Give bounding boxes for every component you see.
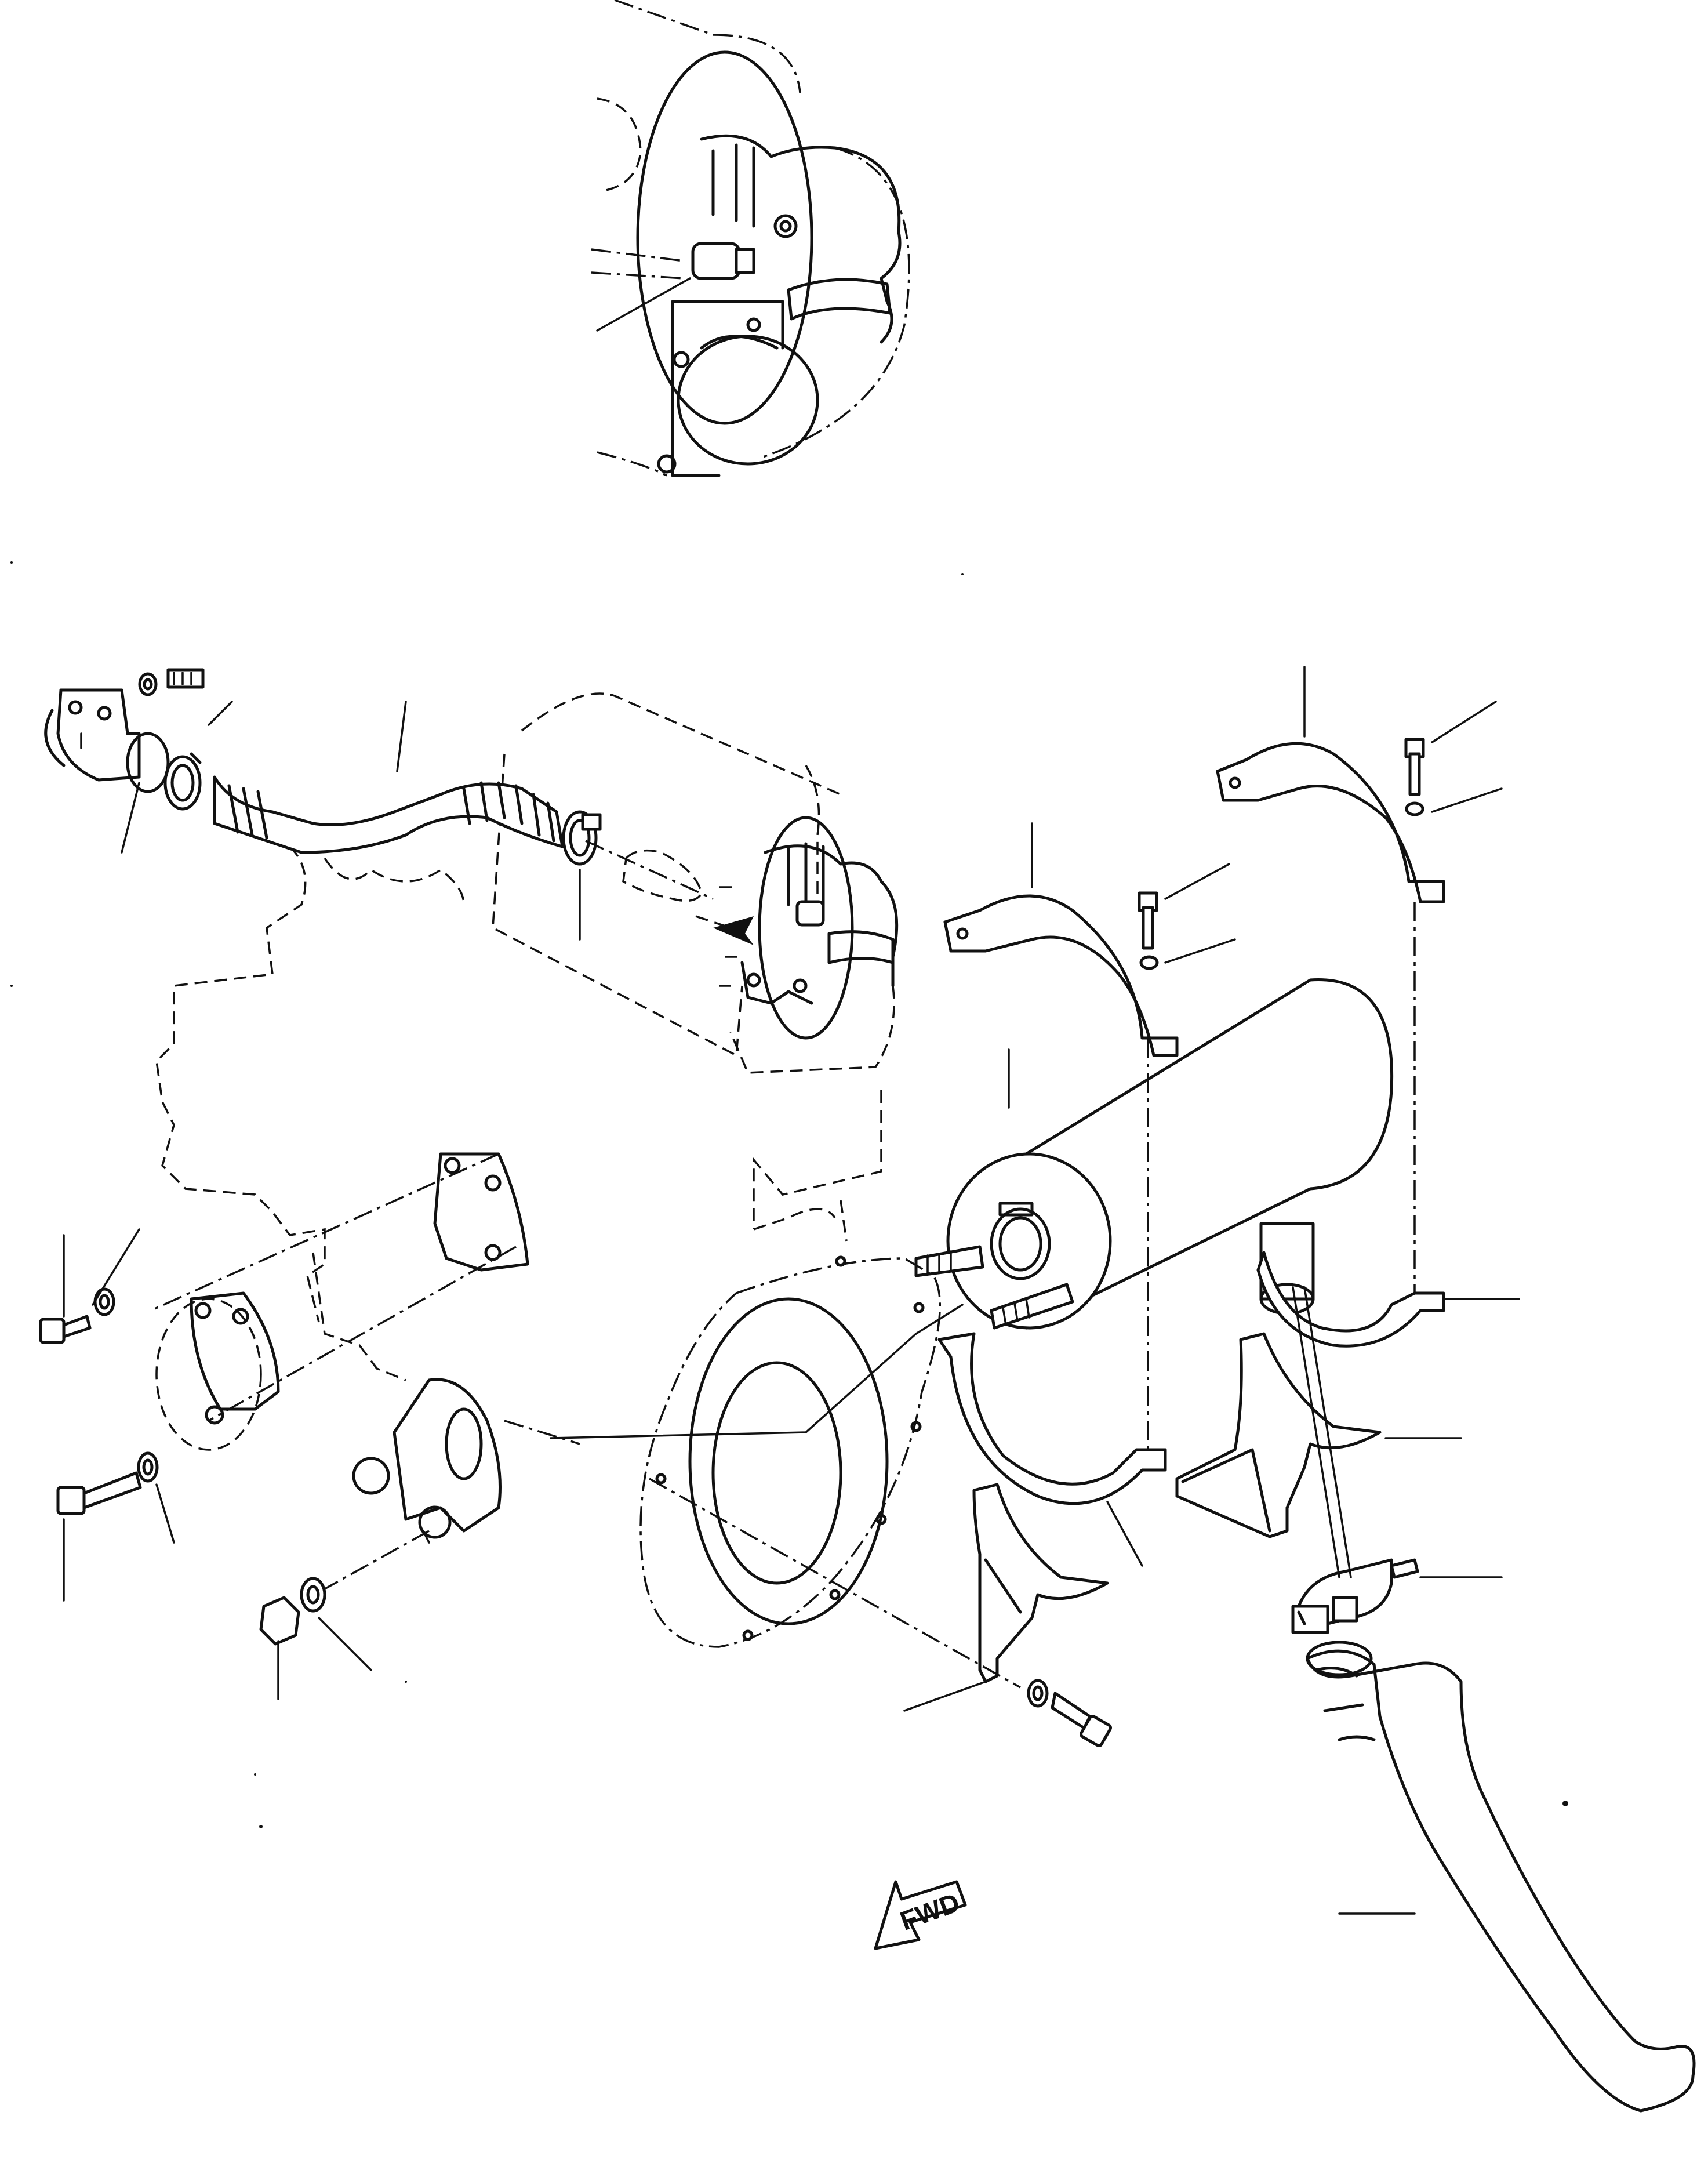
inset-turbo-detail [591,0,910,477]
bolt-lower-left-1 [39,1287,115,1344]
muffler [946,978,1394,1330]
exhaust-gasket [433,1152,529,1272]
turbo-outlet [713,816,899,1074]
flexible-hose [213,775,564,854]
support-bracket-lower-left [972,1483,1109,1683]
bolt-upper-right [1404,738,1425,816]
bolt-top-left [138,668,205,696]
nut-lower-left [259,1577,326,1646]
sensor-fitting [691,214,798,280]
fwd-direction-arrow: FWD [874,1880,967,1950]
strap-clamp-lower-left [937,1332,1167,1505]
engine-outline [155,692,882,1381]
exhaust-flange-left [155,1291,280,1451]
bolt-lower-center [1027,1679,1112,1747]
mounting-bracket-top-left [44,688,170,793]
tail-pipe [1306,1641,1696,2113]
muffler-studs [914,1245,1074,1330]
bolt-upper-left [1138,891,1159,970]
print-specks [10,561,1568,1828]
assembly-lines [80,732,1416,1689]
tail-pipe-clamp [1291,1558,1419,1634]
exhaust-elbow [352,1378,502,1539]
callout-leaders [63,666,1520,1915]
strap-clamp-upper-left [943,894,1179,1057]
bolt-lower-left-2 [56,1451,159,1515]
support-bracket-lower-right [1175,1332,1382,1538]
turbo-pipe-ghost [622,849,731,929]
strap-clamp-upper-right [1216,742,1445,903]
strap-clamp-lower-right [1256,1251,1445,1348]
hose-clamp-left [163,752,202,811]
hose-clamp-right [562,810,602,866]
mounting-plate [639,1255,941,1648]
